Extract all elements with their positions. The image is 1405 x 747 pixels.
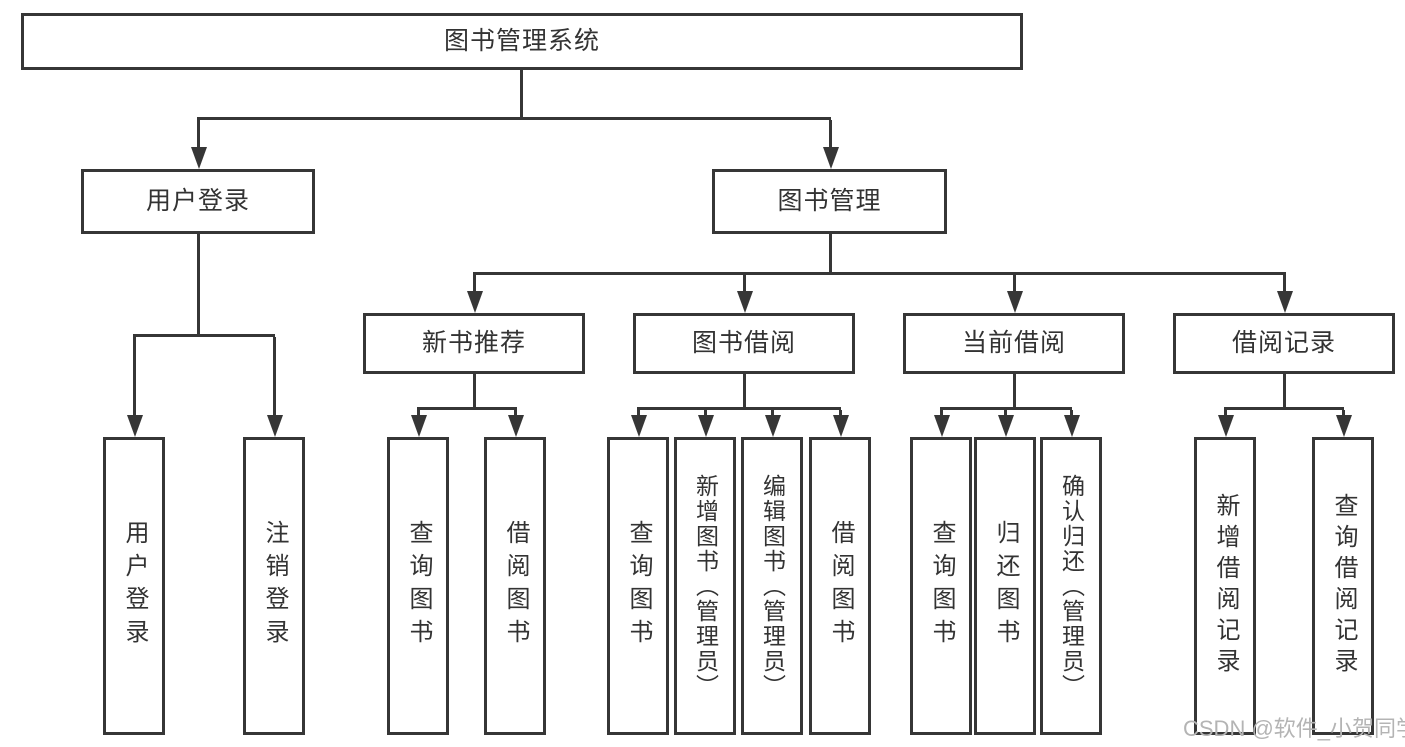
arrow-down-icon — [997, 410, 1014, 437]
connector-line — [473, 374, 476, 410]
csdn-watermark: CSDN @软件_小贺同学 — [1183, 716, 1405, 741]
leaf-edit-books-admin-label: 编辑图书（管理员） — [759, 473, 786, 699]
arrow-down-icon — [1217, 410, 1234, 437]
connector-line — [743, 374, 746, 410]
arrow-down-icon — [1276, 275, 1293, 313]
leaf-borrow-books-recommend: 借阅图书 — [484, 437, 546, 735]
leaf-query-borrow-record: 查询借阅记录 — [1312, 437, 1374, 735]
leaf-query-books-current-label: 查询图书 — [928, 520, 955, 652]
leaf-return-books-label: 归还图书 — [992, 520, 1019, 652]
connector-line — [417, 407, 517, 410]
node-root: 图书管理系统 — [21, 13, 1023, 70]
connector-line — [1013, 374, 1016, 410]
connector-line — [1224, 407, 1344, 410]
node-new-book-recommendation-label: 新书推荐 — [421, 329, 526, 357]
node-current-borrowing-label: 当前借阅 — [961, 329, 1066, 357]
node-user-login: 用户登录 — [81, 169, 315, 234]
leaf-return-books: 归还图书 — [974, 437, 1036, 735]
leaf-logout: 注销登录 — [243, 437, 305, 735]
leaf-query-books-borrowing-label: 查询图书 — [625, 520, 652, 652]
arrow-down-icon — [1006, 275, 1023, 313]
arrow-down-icon — [697, 410, 714, 437]
leaf-query-books-recommend-label: 查询图书 — [405, 520, 432, 652]
node-book-borrowing: 图书借阅 — [633, 313, 855, 374]
arrow-down-icon — [822, 120, 839, 169]
connector-line — [940, 407, 1072, 410]
arrow-down-icon — [507, 410, 524, 437]
leaf-add-books-admin: 新增图书（管理员） — [674, 437, 736, 735]
connector-line — [1283, 374, 1286, 410]
arrow-down-icon — [466, 275, 483, 313]
connector-line — [197, 117, 831, 120]
leaf-confirm-return-admin-label: 确认归还（管理员） — [1058, 473, 1085, 699]
connector-line — [197, 234, 200, 335]
arrow-down-icon — [190, 120, 207, 169]
arrow-down-icon — [764, 410, 781, 437]
arrow-down-icon — [1335, 410, 1352, 437]
node-root-label: 图书管理系统 — [443, 27, 600, 55]
node-book-management-label: 图书管理 — [777, 187, 882, 215]
leaf-query-books-borrowing: 查询图书 — [607, 437, 669, 735]
arrow-down-icon — [410, 410, 427, 437]
leaf-edit-books-admin: 编辑图书（管理员） — [741, 437, 803, 735]
node-user-login-label: 用户登录 — [145, 187, 250, 215]
arrow-down-icon — [736, 275, 753, 313]
leaf-borrow-books-label: 借阅图书 — [827, 520, 854, 652]
node-book-management: 图书管理 — [712, 169, 947, 234]
connector-line — [829, 234, 832, 275]
leaf-user-login: 用户登录 — [103, 437, 165, 735]
connector-line — [133, 334, 275, 337]
node-borrowing-records: 借阅记录 — [1173, 313, 1395, 374]
node-current-borrowing: 当前借阅 — [903, 313, 1125, 374]
arrow-down-icon — [266, 337, 283, 437]
node-new-book-recommendation: 新书推荐 — [363, 313, 585, 374]
arrow-down-icon — [630, 410, 647, 437]
leaf-query-books-recommend: 查询图书 — [387, 437, 449, 735]
leaf-confirm-return-admin: 确认归还（管理员） — [1040, 437, 1102, 735]
leaf-add-books-admin-label: 新增图书（管理员） — [692, 473, 719, 699]
leaf-add-borrow-record: 新增借阅记录 — [1194, 437, 1256, 735]
arrow-down-icon — [126, 337, 143, 437]
arrow-down-icon — [933, 410, 950, 437]
arrow-down-icon — [832, 410, 849, 437]
leaf-borrow-books: 借阅图书 — [809, 437, 871, 735]
leaf-borrow-books-recommend-label: 借阅图书 — [502, 520, 529, 652]
connector-line — [520, 68, 523, 118]
leaf-user-login-label: 用户登录 — [121, 520, 148, 652]
connector-line — [473, 272, 1286, 275]
leaf-query-books-current: 查询图书 — [910, 437, 972, 735]
leaf-query-borrow-record-label: 查询借阅记录 — [1330, 493, 1357, 679]
leaf-logout-label: 注销登录 — [261, 520, 288, 652]
arrow-down-icon — [1063, 410, 1080, 437]
connector-line — [637, 407, 841, 410]
leaf-add-borrow-record-label: 新增借阅记录 — [1212, 493, 1239, 679]
node-borrowing-records-label: 借阅记录 — [1231, 329, 1336, 357]
node-book-borrowing-label: 图书借阅 — [691, 329, 796, 357]
